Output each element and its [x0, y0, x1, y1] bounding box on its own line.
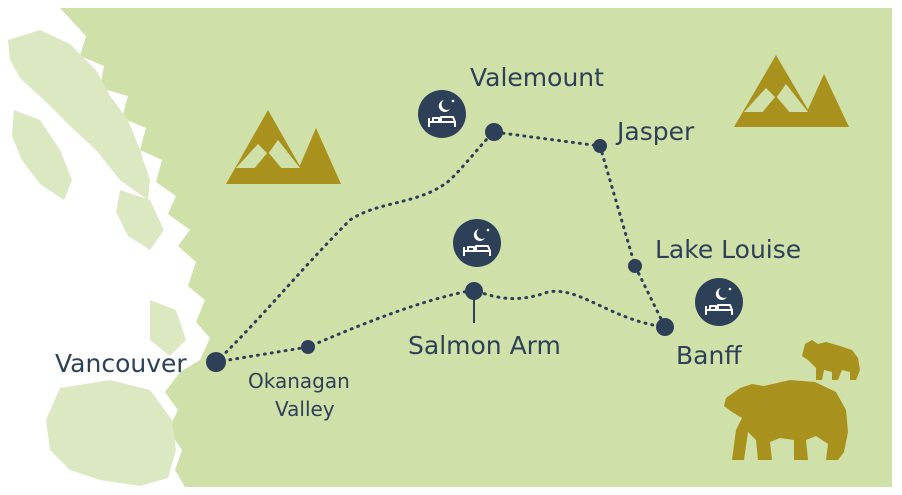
mountain-icon	[226, 110, 341, 184]
lake-louise-label: Lake Louise	[655, 235, 801, 264]
valemount-label: Valemount	[470, 63, 604, 92]
bed-moon-icon	[453, 219, 501, 267]
salmon-arm-label: Salmon Arm	[408, 331, 561, 360]
okanagan-label-line2: Valley	[275, 397, 335, 421]
jasper-label: Jasper	[615, 117, 695, 146]
bear-icon	[802, 340, 860, 380]
mountain-icon	[734, 55, 849, 127]
vancouver-label: Vancouver	[55, 349, 187, 378]
bed-moon-icon	[418, 90, 466, 138]
salmon-arm-dot	[465, 282, 483, 300]
route-north	[214, 130, 667, 364]
banff-label: Banff	[676, 341, 742, 370]
banff-dot	[656, 318, 674, 336]
lake-louise-dot	[628, 259, 642, 273]
valemount-dot	[485, 123, 503, 141]
okanagan-dot	[301, 340, 315, 354]
route-south	[214, 288, 667, 364]
okanagan-label-line1: Okanagan	[248, 369, 350, 393]
vancouver-dot	[206, 352, 226, 372]
bear-icon	[724, 380, 848, 460]
bed-moon-icon	[695, 278, 743, 326]
coastal-islands	[8, 30, 186, 486]
jasper-dot	[593, 139, 607, 153]
